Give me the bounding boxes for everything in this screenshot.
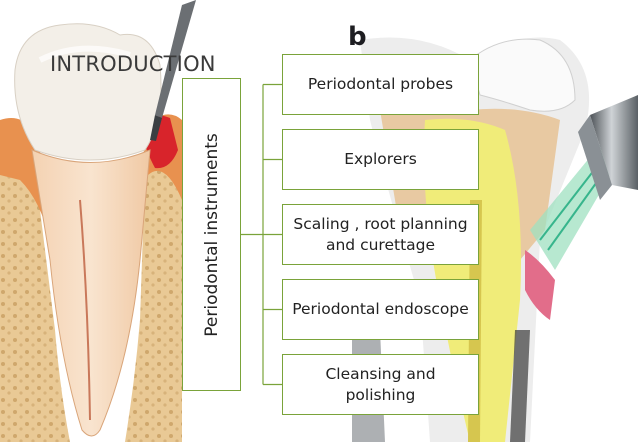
root-node-label: Periodontal instruments	[201, 132, 222, 337]
slide-title: INTRODUCTION	[50, 52, 216, 76]
left-tooth-illustration	[0, 0, 196, 442]
node-explorers[interactable]: Explorers	[282, 129, 479, 190]
node-cleansing-and-polishing[interactable]: Cleansing and polishing	[282, 354, 479, 415]
node-label: Periodontal endoscope	[292, 300, 469, 318]
node-label: Scaling , root planning and curettage	[293, 214, 468, 254]
node-scaling-root-planning-curettage[interactable]: Scaling , root planning and curettage	[282, 204, 479, 265]
node-periodontal-probes[interactable]: Periodontal probes	[282, 54, 479, 115]
node-label: Cleansing and polishing	[325, 364, 436, 404]
node-label: Periodontal probes	[307, 75, 454, 93]
figure-letter: b	[348, 22, 367, 52]
node-label: Explorers	[344, 150, 417, 168]
root-node-periodontal-instruments[interactable]: Periodontal instruments	[182, 78, 241, 391]
node-periodontal-endoscope[interactable]: Periodontal endoscope	[282, 279, 479, 340]
